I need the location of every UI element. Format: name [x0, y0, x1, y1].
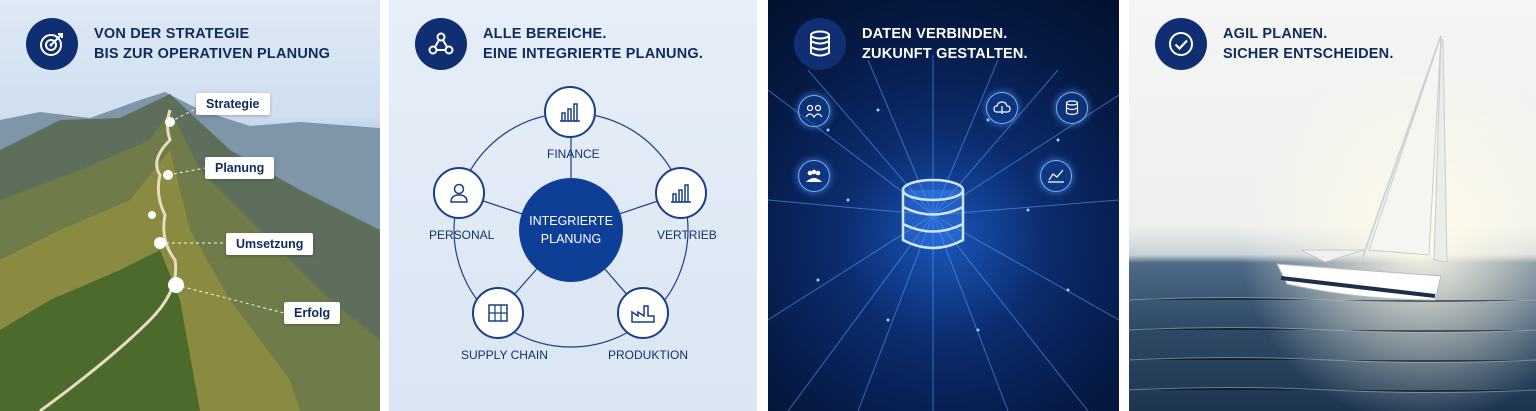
panel-header: DATEN VERBINDEN. ZUKUNFT GESTALTEN.	[794, 18, 1028, 70]
node-label-produktion: PRODUKTION	[608, 348, 689, 362]
step-label-umsetzung: Umsetzung	[226, 233, 314, 255]
sailboat	[1276, 35, 1448, 301]
bar-chart-icon	[544, 86, 596, 138]
network-icon	[415, 18, 467, 70]
database-icon	[794, 18, 846, 70]
person-icon	[433, 167, 485, 219]
step-label-erfolg: Erfolg	[284, 302, 341, 324]
hub-line-1: INTEGRIERTE	[529, 214, 613, 228]
title-line-2: ZUKUNFT GESTALTEN.	[862, 46, 1028, 62]
group-icon	[798, 160, 830, 192]
panel-title: ALLE BEREICHE. EINE INTEGRIERTE PLANUNG.	[483, 24, 703, 64]
analytics-icon	[1040, 160, 1072, 192]
check-circle-icon	[1155, 18, 1207, 70]
boxes-icon	[472, 287, 524, 339]
panel-header: VON DER STRATEGIE BIS ZUR OPERATIVEN PLA…	[26, 18, 330, 70]
path-marker	[165, 117, 175, 127]
target-icon	[26, 18, 78, 70]
panel-integrated: ALLE BEREICHE. EINE INTEGRIERTE PLANUNG.…	[389, 0, 757, 411]
title-line-2: SICHER ENTSCHEIDEN.	[1223, 46, 1394, 62]
title-line-1: AGIL PLANEN.	[1223, 26, 1328, 42]
title-line-1: ALLE BEREICHE.	[483, 26, 607, 42]
panel-title: DATEN VERBINDEN. ZUKUNFT GESTALTEN.	[862, 24, 1028, 64]
data-burst	[768, 55, 1119, 411]
path-marker	[154, 237, 166, 249]
panel-strategy: VON DER STRATEGIE BIS ZUR OPERATIVEN PLA…	[0, 0, 380, 411]
panel-header: ALLE BEREICHE. EINE INTEGRIERTE PLANUNG.	[415, 18, 703, 70]
team-icon	[798, 95, 830, 127]
database-hologram	[901, 178, 965, 250]
panel-header: AGIL PLANEN. SICHER ENTSCHEIDEN.	[1155, 18, 1394, 70]
panel-title: AGIL PLANEN. SICHER ENTSCHEIDEN.	[1223, 24, 1394, 64]
node-label-supply-chain: SUPPLY CHAIN	[461, 348, 548, 362]
factory-icon	[617, 287, 669, 339]
integrated-planning-hub: INTEGRIERTE PLANUNG	[519, 178, 623, 282]
sailboat-scene	[1129, 0, 1536, 411]
mountain-scene	[0, 92, 380, 411]
node-label-finance: FINANCE	[547, 147, 600, 161]
path-marker	[168, 277, 184, 293]
node-label-vertrieb: VERTRIEB	[657, 228, 717, 242]
step-label-planung: Planung	[205, 157, 275, 179]
step-label-strategie: Strategie	[196, 93, 270, 115]
panel-agile: AGIL PLANEN. SICHER ENTSCHEIDEN.	[1129, 0, 1536, 411]
panel-data: DATEN VERBINDEN. ZUKUNFT GESTALTEN.	[768, 0, 1119, 411]
title-line-2: EINE INTEGRIERTE PLANUNG.	[483, 46, 704, 62]
node-label-personal: PERSONAL	[429, 228, 495, 242]
cloud-icon	[986, 92, 1018, 124]
title-line-2: BIS ZUR OPERATIVEN PLANUNG	[94, 46, 331, 62]
title-line-1: VON DER STRATEGIE	[94, 26, 250, 42]
title-line-1: DATEN VERBINDEN.	[862, 26, 1008, 42]
hub-line-2: PLANUNG	[540, 232, 602, 246]
path-marker	[163, 170, 173, 180]
path-marker	[148, 211, 156, 219]
database-small-icon	[1056, 92, 1088, 124]
panel-title: VON DER STRATEGIE BIS ZUR OPERATIVEN PLA…	[94, 24, 330, 64]
sales-chart-icon	[655, 167, 707, 219]
